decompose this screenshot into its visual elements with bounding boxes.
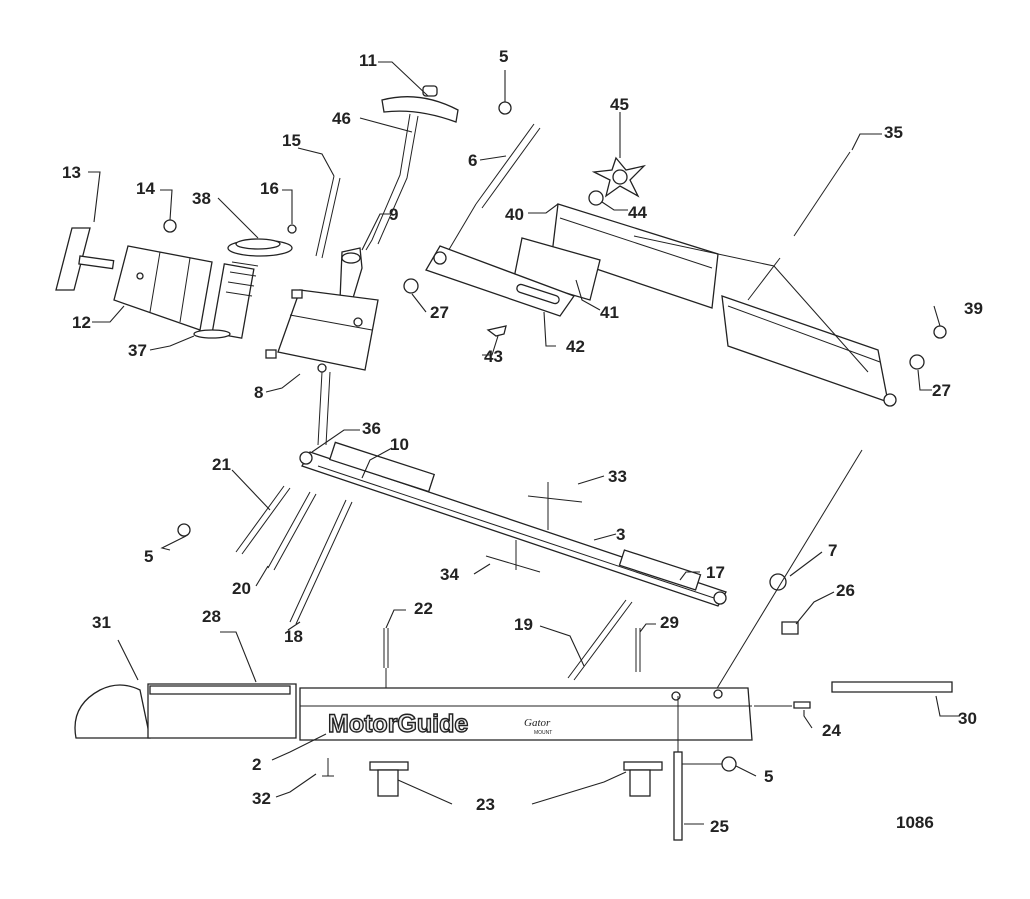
label-31: 31 — [92, 613, 111, 632]
link-bar — [299, 441, 727, 607]
label-43: 43 — [484, 347, 503, 366]
label-20: 20 — [232, 579, 251, 598]
bracket-plate — [265, 289, 379, 446]
label-10: 10 — [390, 435, 409, 454]
label-6: 6 — [468, 151, 477, 170]
label-3: 3 — [616, 525, 625, 544]
label-40: 40 — [505, 205, 524, 224]
pin-18 — [289, 499, 353, 625]
label-5: 5 — [764, 767, 773, 786]
rod-6 — [475, 123, 541, 209]
pin-20 — [267, 491, 317, 571]
label-30: 30 — [958, 709, 977, 728]
gear — [227, 238, 293, 257]
foot-23a — [369, 761, 409, 797]
label-8: 8 — [254, 383, 263, 402]
figure-number: 1086 — [896, 813, 934, 832]
label-22: 22 — [414, 599, 433, 618]
label-18: 18 — [284, 627, 303, 646]
foot-23b — [623, 761, 663, 797]
label-32: 32 — [252, 789, 271, 808]
spring — [193, 261, 259, 339]
slot — [516, 283, 560, 305]
screw-32 — [322, 758, 334, 777]
cable-35 — [793, 151, 851, 237]
label-16: 16 — [260, 179, 279, 198]
label-35: 35 — [884, 123, 903, 142]
brand-subtext: Gator — [524, 717, 551, 729]
label-11: 11 — [359, 51, 377, 70]
label-33: 33 — [608, 467, 627, 486]
label-21: 21 — [212, 455, 231, 474]
handle-assembly — [365, 85, 459, 251]
part-labels: 11 46 5 6 45 35 15 13 14 38 16 9 40 44 2… — [62, 47, 983, 836]
label-45: 45 — [610, 95, 629, 114]
label-36: 36 — [362, 419, 381, 438]
knob-part — [55, 227, 115, 291]
label-44: 44 — [628, 203, 647, 222]
washer-27b — [909, 354, 925, 370]
brand-small-text: MOUNT — [534, 730, 552, 736]
label-27: 27 — [932, 381, 951, 400]
washer-44 — [588, 190, 604, 206]
clip-5a — [498, 101, 512, 115]
label-5: 5 — [144, 547, 153, 566]
clip-5c — [721, 756, 737, 772]
pin-21 — [235, 485, 291, 555]
plate-41 — [513, 237, 601, 301]
pin-19 — [567, 599, 633, 681]
label-15: 15 — [282, 131, 301, 150]
screw-43 — [486, 325, 507, 337]
label-42: 42 — [566, 337, 585, 356]
label-27: 27 — [430, 303, 449, 322]
pin-26 — [781, 621, 799, 635]
screw-22 — [383, 628, 389, 668]
brand-text: MotorGuide — [328, 710, 468, 738]
label-19: 19 — [514, 615, 533, 634]
washer-14 — [163, 219, 177, 233]
star-knob — [591, 156, 647, 198]
label-13: 13 — [62, 163, 81, 182]
washer-7 — [769, 573, 787, 591]
washer-39 — [933, 325, 947, 339]
leader-lines — [88, 61, 960, 825]
pin-25 — [673, 751, 683, 841]
label-9: 9 — [389, 205, 398, 224]
label-7: 7 — [828, 541, 837, 560]
label-2: 2 — [252, 755, 261, 774]
mount-base — [74, 681, 953, 741]
label-17: 17 — [706, 563, 725, 582]
label-29: 29 — [660, 613, 679, 632]
screw-29 — [635, 628, 641, 672]
pivot-bracket — [339, 247, 363, 310]
label-14: 14 — [136, 179, 155, 198]
label-34: 34 — [440, 565, 459, 584]
rod-15 — [315, 175, 341, 259]
clip-5b — [177, 523, 191, 537]
label-37: 37 — [128, 341, 147, 360]
label-26: 26 — [836, 581, 855, 600]
label-5: 5 — [499, 47, 508, 66]
housing — [113, 245, 213, 331]
label-12: 12 — [72, 313, 91, 332]
label-23: 23 — [476, 795, 495, 814]
long-arm — [551, 203, 897, 407]
label-39: 39 — [964, 299, 983, 318]
label-28: 28 — [202, 607, 221, 626]
label-41: 41 — [600, 303, 619, 322]
label-38: 38 — [192, 189, 211, 208]
washer-27a — [403, 278, 419, 294]
screw-16 — [287, 224, 297, 234]
label-46: 46 — [332, 109, 351, 128]
label-24: 24 — [822, 721, 841, 740]
label-25: 25 — [710, 817, 729, 836]
